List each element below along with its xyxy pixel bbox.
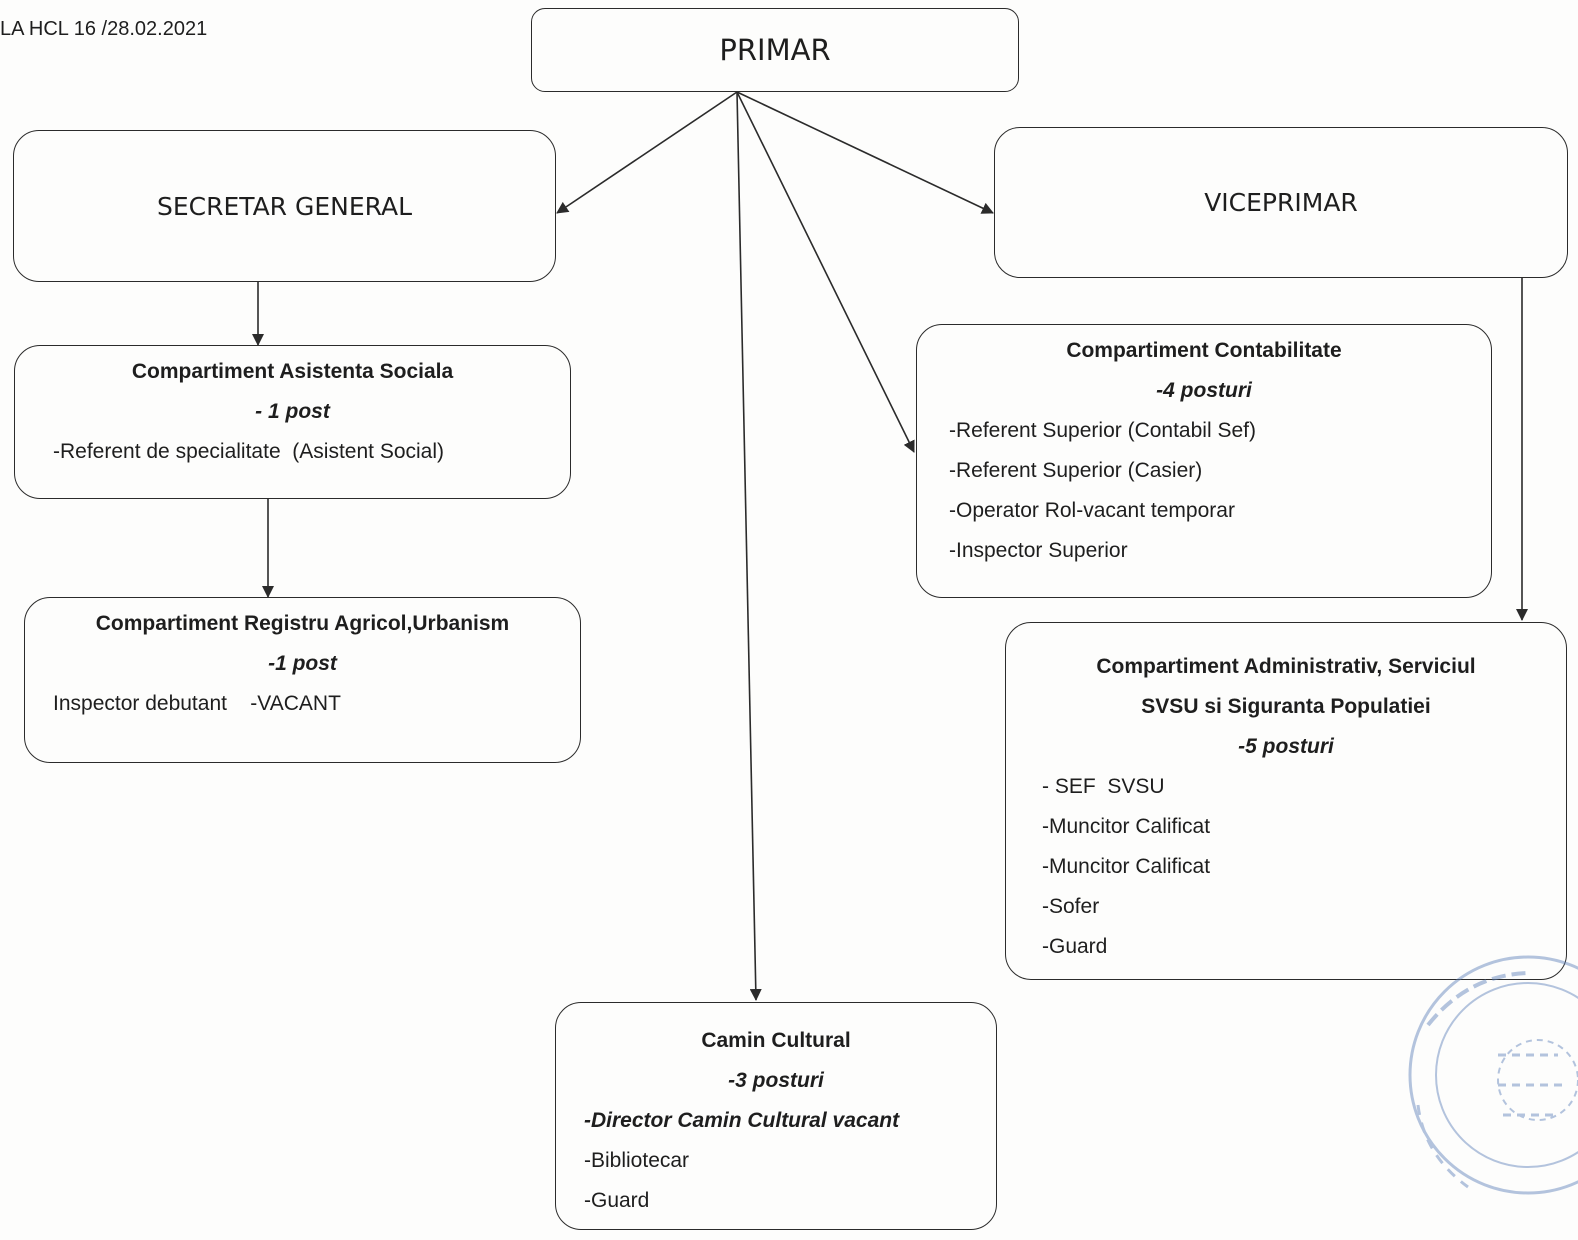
node-administrativ-title-line1: Compartiment Administrativ, Serviciul bbox=[1096, 655, 1476, 678]
connector-primar-viceprimar bbox=[736, 91, 994, 214]
node-secretar-title: SECRETAR GENERAL bbox=[156, 191, 413, 221]
node-administrativ-item: -Guard bbox=[1042, 935, 1108, 958]
node-contabilitate-item: -Referent Superior (Casier) bbox=[949, 459, 1203, 482]
node-asistenta-item: -Referent de specialitate (Asistent Soci… bbox=[53, 440, 445, 463]
node-camin-item: -Guard bbox=[584, 1189, 650, 1212]
node-camin-cultural: Camin Cultural -3 posturi -Director Cami… bbox=[555, 1002, 997, 1230]
connector-primar-secretar bbox=[556, 91, 738, 214]
node-viceprimar: VICEPRIMAR bbox=[994, 127, 1568, 278]
node-contabilitate-item: -Inspector Superior bbox=[949, 539, 1128, 562]
node-administrativ-item: -Muncitor Calificat bbox=[1042, 815, 1211, 838]
node-asistenta-sociala: Compartiment Asistenta Sociala - 1 post … bbox=[14, 345, 571, 499]
node-asistenta-count: - 1 post bbox=[255, 400, 330, 423]
official-seal-stamp bbox=[1408, 955, 1578, 1195]
node-camin-title: Camin Cultural bbox=[701, 1029, 851, 1052]
node-secretar-general: SECRETAR GENERAL bbox=[13, 130, 556, 282]
connector-primar-camin bbox=[736, 91, 762, 1001]
node-administrativ-item: -Muncitor Calificat bbox=[1042, 855, 1211, 878]
document-reference: LA HCL 16 /28.02.2021 bbox=[0, 18, 208, 40]
node-registru-title: Compartiment Registru Agricol,Urbanism bbox=[95, 612, 510, 635]
node-contabilitate-title: Compartiment Contabilitate bbox=[1066, 339, 1342, 362]
node-contabilitate-item: -Operator Rol-vacant temporar bbox=[949, 499, 1235, 522]
node-asistenta-title: Compartiment Asistenta Sociala bbox=[131, 360, 454, 383]
node-viceprimar-title: VICEPRIMAR bbox=[1204, 188, 1358, 217]
node-contabilitate-item: -Referent Superior (Contabil Sef) bbox=[949, 419, 1256, 442]
node-registru-agricol: Compartiment Registru Agricol,Urbanism -… bbox=[24, 597, 581, 763]
node-administrativ-count: -5 posturi bbox=[1238, 735, 1334, 758]
node-registru-count: -1 post bbox=[268, 652, 337, 675]
node-administrativ-svsu: Compartiment Administrativ, Serviciul SV… bbox=[1005, 622, 1567, 980]
node-administrativ-item: - SEF SVSU bbox=[1042, 775, 1165, 798]
node-administrativ-title-line2: SVSU si Siguranta Populatiei bbox=[1141, 695, 1431, 718]
node-contabilitate: Compartiment Contabilitate -4 posturi -R… bbox=[916, 324, 1492, 598]
node-administrativ-item: -Sofer bbox=[1042, 895, 1100, 918]
node-primar-title: PRIMAR bbox=[719, 33, 831, 67]
node-contabilitate-count: -4 posturi bbox=[1156, 379, 1252, 402]
node-camin-highlight-item: -Director Camin Cultural vacant bbox=[584, 1109, 900, 1132]
node-camin-count: -3 posturi bbox=[728, 1069, 824, 1092]
node-primar: PRIMAR bbox=[531, 8, 1019, 92]
node-camin-item: -Bibliotecar bbox=[584, 1149, 690, 1172]
connector-primar-contabilitate bbox=[736, 91, 915, 453]
node-registru-item: Inspector debutant -VACANT bbox=[53, 692, 341, 715]
